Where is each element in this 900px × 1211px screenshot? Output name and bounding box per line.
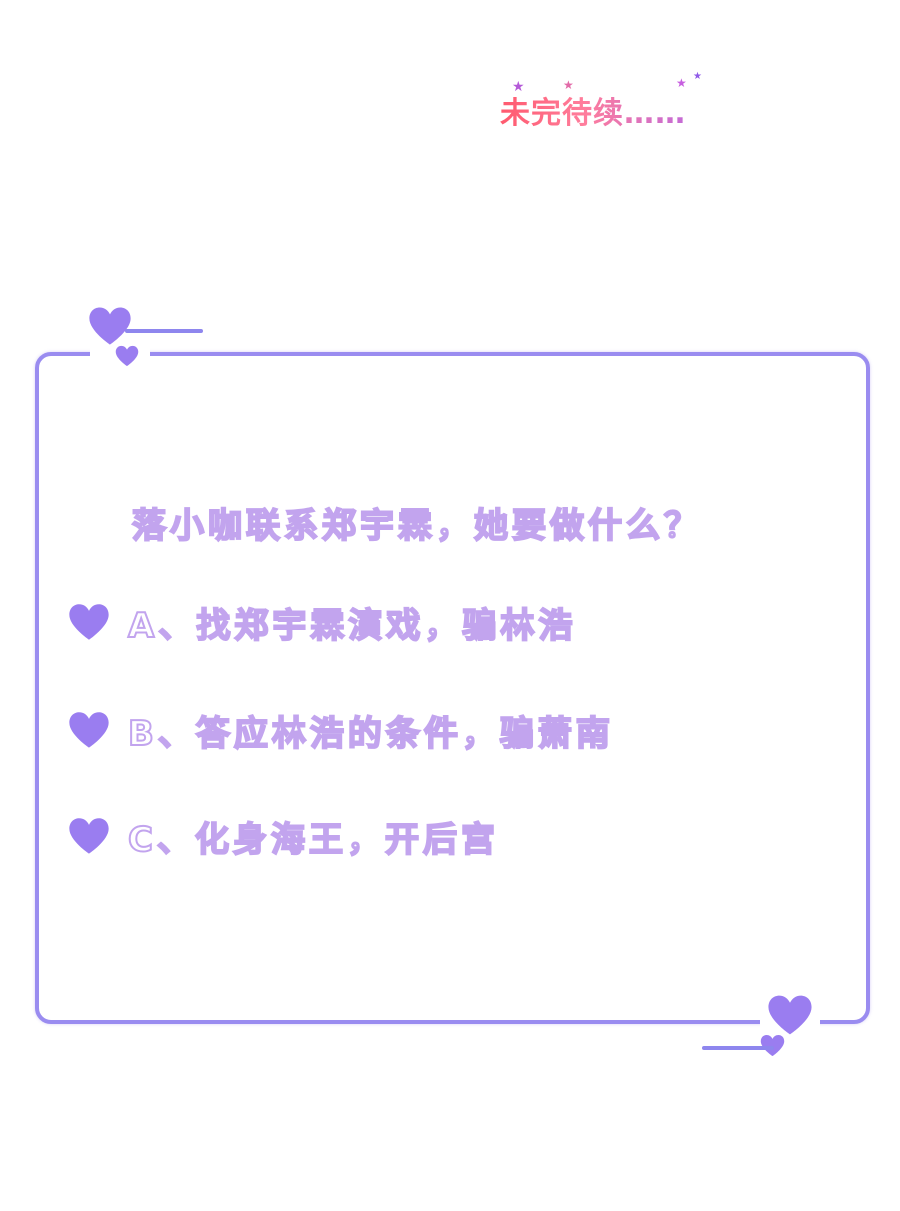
- star-icon: ★: [563, 78, 574, 92]
- star-icon: ★: [512, 79, 525, 95]
- star-icon: ★: [676, 76, 687, 90]
- quiz-frame: [35, 352, 870, 1024]
- decorative-line: [125, 329, 203, 333]
- heart-icon: [69, 818, 109, 854]
- heart-icon: [760, 1034, 785, 1057]
- heart-icon: [89, 307, 131, 345]
- quiz-option-b[interactable]: B、答应林浩的条件，骗萧南: [68, 705, 614, 755]
- quiz-option-label: A、找郑宇霖演戏，骗林浩: [127, 605, 577, 647]
- heart-icon: [115, 345, 139, 367]
- decorative-line: [702, 1046, 774, 1050]
- quiz-option-c[interactable]: C、化身海王，开后宫: [68, 811, 499, 861]
- heart-icon: [69, 712, 109, 748]
- heart-icon: [768, 995, 812, 1035]
- quiz-option-label: B、答应林浩的条件，骗萧南: [127, 713, 614, 755]
- quiz-option-label: C、化身海王，开后宫: [127, 819, 499, 861]
- quiz-question: 落小咖联系郑宇霖，她要做什么？: [131, 505, 702, 547]
- star-icon: ★: [693, 71, 702, 82]
- heart-icon: [69, 604, 109, 640]
- quiz-option-a[interactable]: A、找郑宇霖演戏，骗林浩: [68, 597, 576, 647]
- to-be-continued-text: 未完待续……: [500, 88, 686, 132]
